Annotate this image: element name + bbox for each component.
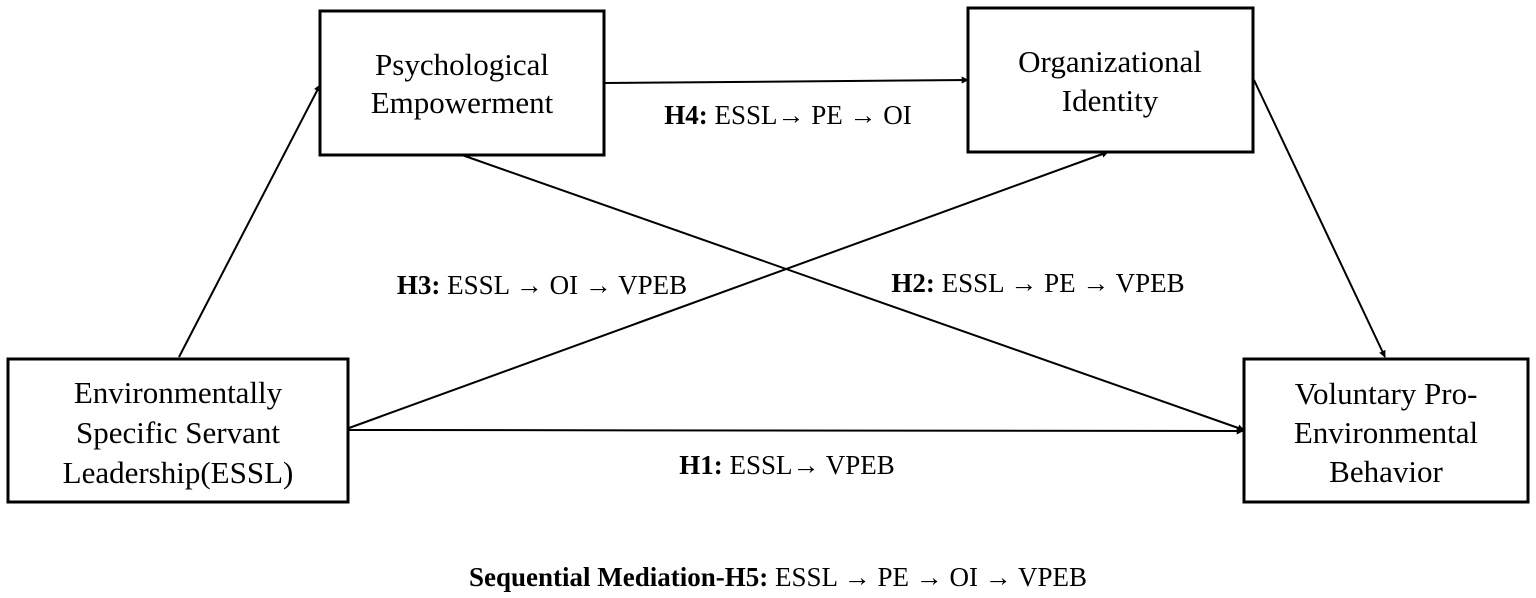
node-box (318, 9, 606, 157)
node-psychological-empowerment: Psychological Empowerment (318, 9, 606, 157)
hypothesis-tag: Sequential Mediation-H5: (469, 562, 768, 592)
hypothesis-h1-label: H1: ESSL→ VPEB (679, 450, 895, 480)
node-box (6, 357, 350, 504)
hypothesis-path: ESSL → PE → OI → VPEB (768, 562, 1087, 592)
edge-essl-to-vpeb (348, 427, 1244, 435)
edge-pe-to-oi (603, 76, 969, 84)
node-label-line-3: Leadership(ESSL) (63, 455, 294, 490)
node-essl: Environmentally Specific Servant Leaders… (6, 357, 350, 504)
hypothesis-tag: H4: (664, 100, 708, 130)
node-label-line-2: Specific Servant (76, 415, 280, 450)
hypothesis-h3-label: H3: ESSL → OI → VPEB (397, 270, 687, 300)
hypothesis-h4-label: H4: ESSL→ PE → OI (664, 100, 912, 130)
hypothesis-tag: H2: (891, 268, 935, 298)
hypothesis-tag: H1: (679, 450, 723, 480)
hypothesis-h5-label: Sequential Mediation-H5: ESSL → PE → OI … (469, 562, 1087, 592)
node-label-line-2: Empowerment (371, 85, 554, 120)
node-label-line-1: Psychological (375, 47, 549, 82)
edge-oi-to-vpeb (1253, 79, 1386, 358)
node-vpeb: Voluntary Pro- Environmental Behavior (1242, 357, 1530, 504)
hypothesis-path: ESSL→ VPEB (723, 450, 895, 480)
node-label-line-3: Behavior (1329, 454, 1443, 489)
node-label-line-1: Organizational (1018, 44, 1202, 79)
node-label-line-1: Environmentally (74, 375, 283, 410)
edge-pe-to-vpeb (461, 154, 1245, 432)
hypothesis-path: ESSL → PE → VPEB (935, 268, 1185, 298)
edge-essl-to-pe (178, 84, 321, 358)
node-box (966, 6, 1255, 154)
node-label-line-1: Voluntary Pro- (1295, 376, 1478, 411)
hypothesis-h2-label: H2: ESSL → PE → VPEB (891, 268, 1184, 298)
hypothesis-tag: H3: (397, 270, 441, 300)
edge-essl-to-oi (348, 150, 1109, 429)
hypothesis-path: ESSL→ PE → OI (708, 100, 912, 130)
node-organizational-identity: Organizational Identity (966, 6, 1255, 154)
node-box (1242, 357, 1530, 504)
node-label-line-2: Environmental (1294, 415, 1478, 450)
hypothesis-path: ESSL → OI → VPEB (440, 270, 687, 300)
node-label-line-2: Identity (1062, 83, 1159, 118)
